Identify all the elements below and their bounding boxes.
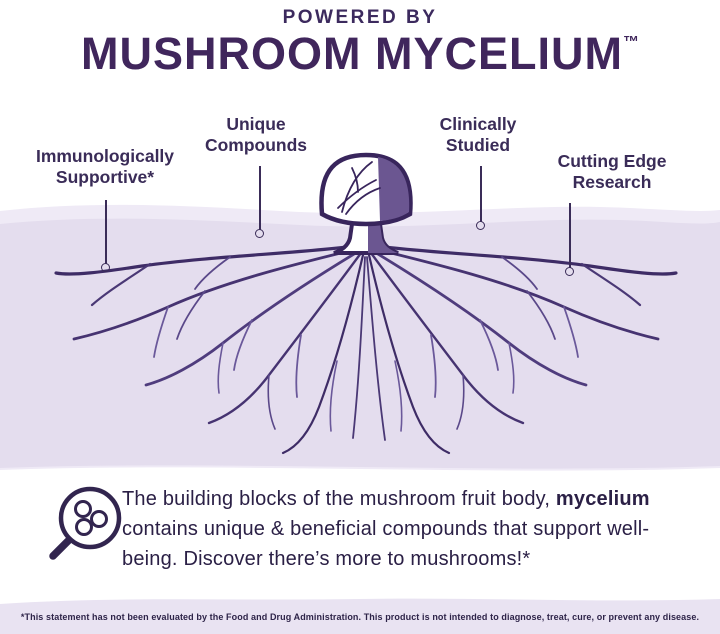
callout-line-clinically — [480, 166, 482, 222]
callout-line-cutting-edge — [569, 203, 571, 268]
callout-cutting-edge-research: Cutting Edge Research — [557, 151, 667, 193]
callout-clinically-studied: Clinically Studied — [439, 114, 517, 156]
callout-dot-cutting-edge — [565, 267, 574, 276]
callout-unique-compounds: Unique Compounds — [204, 114, 308, 156]
callout-dot-unique — [255, 229, 264, 238]
body-highlight-mycelium: mycelium — [555, 488, 650, 510]
trademark-symbol: ™ — [622, 34, 639, 51]
callout-dot-immunologically — [101, 263, 110, 272]
body-part1: The building blocks of the mushroom frui… — [122, 488, 556, 510]
body-text: The building blocks of the mushroom frui… — [122, 484, 694, 574]
page-title: MUSHROOM MYCELIUM™ — [0, 28, 720, 80]
callout-immunologically-supportive: Immunologically Supportive* — [35, 146, 175, 188]
kicker-powered-by: POWERED BY — [282, 7, 438, 28]
mushroom-mycelium-illustration — [54, 152, 678, 455]
magnifier-molecule-icon — [49, 486, 122, 560]
fda-disclaimer: *This statement has not been evaluated b… — [20, 612, 700, 622]
title-text: MUSHROOM MYCELIUM — [81, 28, 623, 79]
callout-dot-clinically — [476, 221, 485, 230]
callout-line-immunologically — [105, 200, 107, 264]
body-part2: contains unique & beneficial compounds t… — [122, 518, 650, 570]
callout-line-unique — [259, 166, 261, 230]
